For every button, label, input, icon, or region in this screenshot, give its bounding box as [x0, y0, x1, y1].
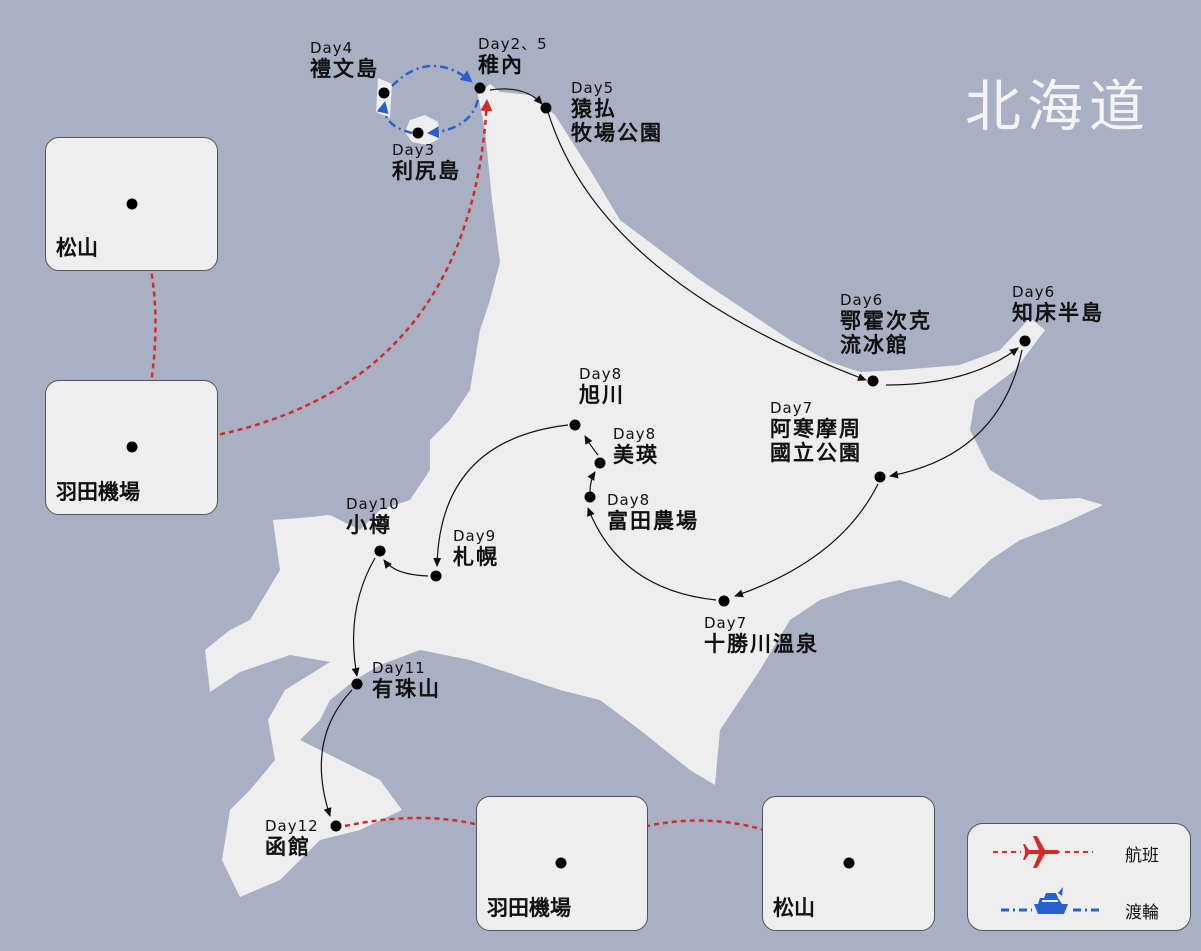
stop-day: Day4 — [310, 39, 354, 57]
stop-place-name: 十勝川溫泉 — [704, 632, 819, 657]
location-dot — [126, 441, 138, 453]
stop-place-name: 禮文島 — [310, 57, 379, 82]
stop-place-name: 阿寒摩周 國立公園 — [770, 417, 862, 466]
map-title: 北海道 — [965, 75, 1151, 140]
location-dot — [126, 198, 138, 210]
land-route — [320, 88, 1023, 817]
stop-day: Day8 — [613, 425, 657, 443]
stop-day: Day9 — [453, 527, 497, 545]
stop-place-name: 有珠山 — [372, 677, 441, 702]
ship-icon — [1032, 887, 1070, 914]
location-dot — [555, 857, 567, 869]
box-label: 羽田機場 — [56, 480, 140, 504]
stop-day: Day6 — [840, 291, 884, 309]
stop-place-name: 猿払 牧場公園 — [571, 97, 663, 146]
stop-place-name: 稚內 — [478, 53, 524, 78]
stop-place-name: 知床半島 — [1012, 301, 1104, 326]
return-box-haneda: 羽田機場 — [476, 796, 648, 931]
stop-day: Day10 — [346, 495, 400, 513]
stop-day: Day11 — [372, 659, 426, 677]
legend: 航班 渡輪 — [967, 823, 1191, 931]
stop-place-name: 美瑛 — [613, 443, 659, 468]
airplane-icon — [1021, 836, 1061, 868]
stop-place-name: 利尻島 — [392, 159, 461, 184]
stop-day: Day7 — [704, 614, 748, 632]
stop-day: Day2、5 — [478, 35, 548, 53]
location-dot — [843, 857, 855, 869]
stop-day: Day5 — [571, 79, 615, 97]
stop-markers — [330, 82, 1031, 832]
ferry-route — [376, 64, 480, 139]
box-label: 羽田機場 — [487, 896, 571, 920]
box-label: 松山 — [773, 896, 815, 920]
stop-place-name: 富田農場 — [607, 509, 699, 534]
legend-ferry-label: 渡輪 — [1125, 903, 1159, 923]
stop-day: Day6 — [1012, 283, 1056, 301]
stop-day: Day8 — [607, 491, 651, 509]
transit-box-haneda: 羽田機場 — [45, 380, 218, 515]
stop-place-name: 小樽 — [346, 513, 392, 538]
stop-place-name: 鄂霍次克 流冰館 — [840, 309, 932, 358]
hokkaido-landmass — [205, 84, 1103, 897]
return-box-matsuyama: 松山 — [762, 796, 935, 931]
box-label: 松山 — [56, 236, 98, 260]
origin-box-matsuyama: 松山 — [45, 137, 218, 271]
stop-day: Day8 — [579, 365, 623, 383]
stop-place-name: 旭川 — [579, 383, 625, 408]
legend-flight-label: 航班 — [1125, 846, 1159, 866]
stop-day: Day3 — [392, 141, 436, 159]
stop-day: Day12 — [265, 817, 319, 835]
legend-lines — [993, 836, 1100, 914]
stop-place-name: 札幌 — [453, 545, 499, 570]
stop-place-name: 函館 — [265, 835, 311, 860]
stop-day: Day7 — [770, 399, 814, 417]
